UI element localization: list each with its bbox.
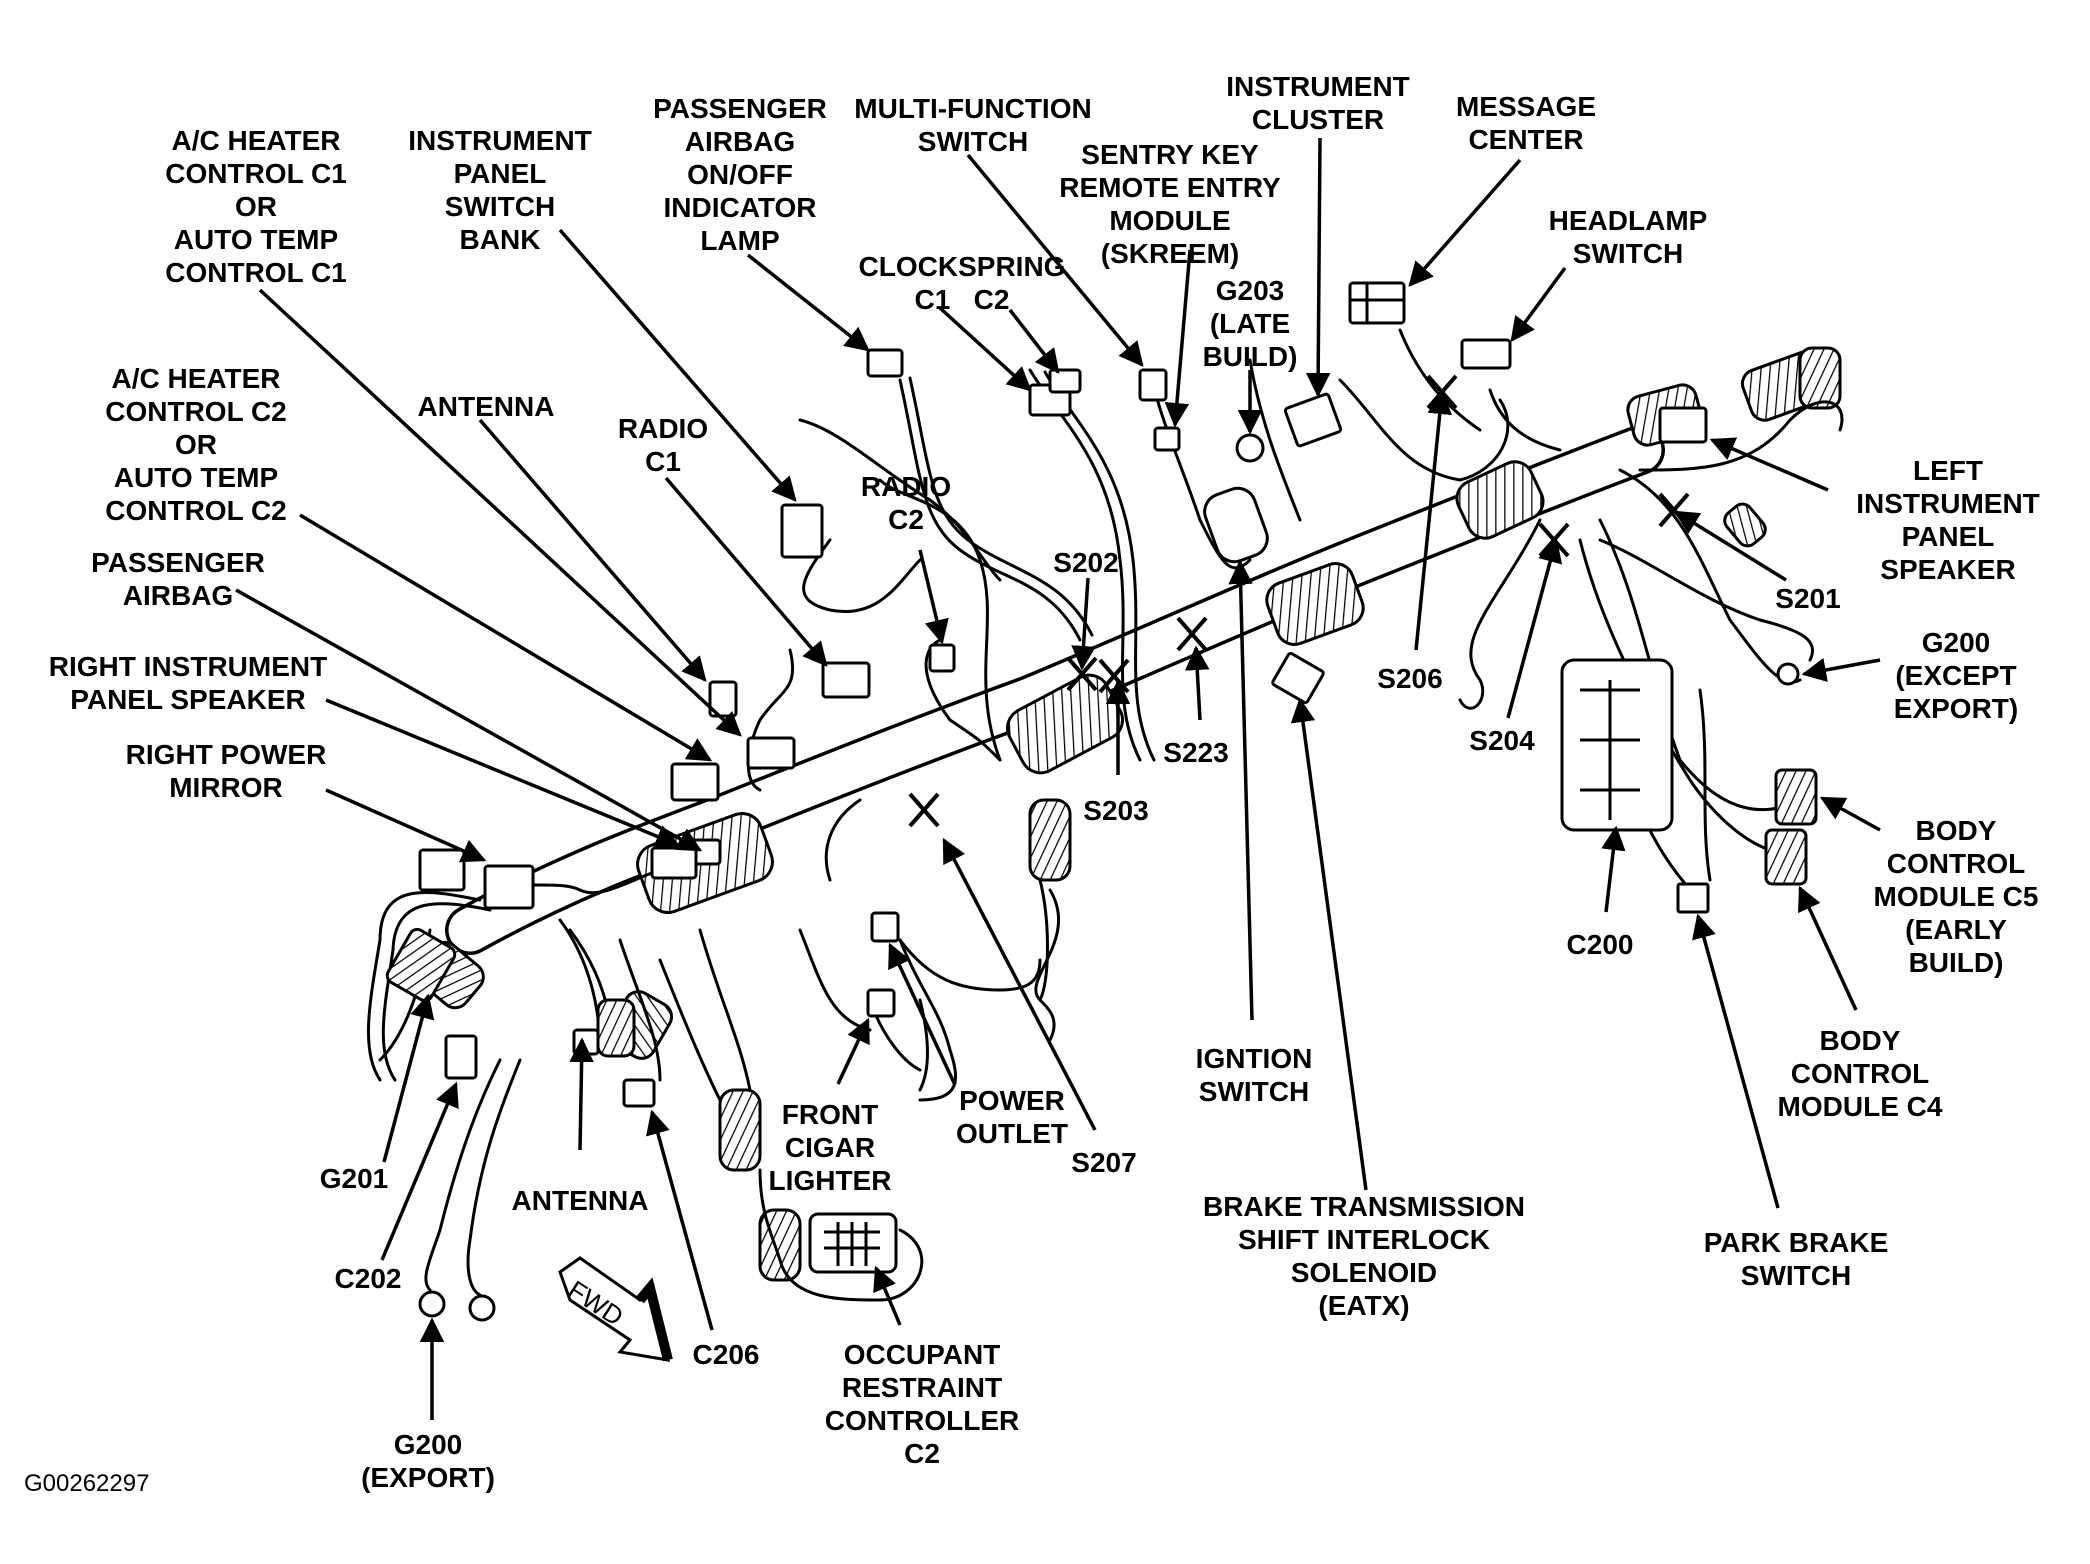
- antenna-connector-bottom: [572, 1028, 600, 1056]
- ignition-switch-housing: [1203, 486, 1269, 564]
- power-outlet-connector: [870, 911, 900, 943]
- label-c202: C202: [334, 1263, 402, 1294]
- label-passenger-airbag-lamp: PASSENGER AIRBAG ON/OFF INDICATOR LAMP: [653, 93, 827, 256]
- label-s201: S201: [1775, 583, 1841, 614]
- bcm-c5-connector: [1774, 768, 1818, 826]
- label-front-cigar-lighter: FRONT CIGAR LIGHTER: [768, 1099, 892, 1196]
- label-ignition-switch: IGNTION SWITCH: [1195, 1043, 1313, 1107]
- label-c206: C206: [692, 1339, 760, 1370]
- g201-connector: [385, 927, 457, 1003]
- right-power-mirror-connector-2: [418, 848, 466, 892]
- headlamp-switch-connector: [1460, 338, 1512, 370]
- clockspring-c2-connector: [1048, 368, 1082, 394]
- label-g200-export: G200 (EXPORT): [361, 1429, 495, 1493]
- leader-arrows: [235, 137, 1881, 1420]
- label-headlamp-switch: HEADLAMP SWITCH: [1548, 205, 1708, 269]
- label-instrument-cluster: INSTRUMENT CLUSTER: [1226, 71, 1410, 135]
- label-bcm-c4: BODY CONTROL MODULE C4: [1777, 1025, 1943, 1122]
- label-left-ip-speaker: LEFT INSTRUMENT PANEL SPEAKER: [1856, 455, 2040, 585]
- label-s203: S203: [1083, 795, 1149, 826]
- label-antenna-bottom: ANTENNA: [511, 1185, 649, 1216]
- park-brake-switch-connector: [1676, 882, 1710, 914]
- label-s207: S207: [1071, 1147, 1137, 1178]
- skreem-connector-2: [1153, 426, 1181, 452]
- label-g200-except-export: G200 (EXCEPT EXPORT): [1893, 627, 2019, 724]
- label-s202: S202: [1053, 547, 1119, 578]
- c202-connector: [444, 1034, 478, 1080]
- ip-switch-bank-connector: [780, 503, 824, 559]
- brake-interlock-connector: [1271, 652, 1325, 704]
- label-s223: S223: [1163, 737, 1229, 768]
- g200-except-export-eyelet: [1776, 662, 1800, 686]
- radio-c2-connector: [928, 643, 956, 673]
- bcm-c4-connector: [1764, 828, 1808, 886]
- label-bcm-c5: BODY CONTROL MODULE C5 (EARLY BUILD): [1873, 815, 2039, 978]
- g200-export-eyelet-2: [468, 1294, 496, 1322]
- antenna-bottom-conduit: [596, 998, 636, 1058]
- label-radio-c2: RADIO C2: [860, 471, 952, 535]
- label-passenger-airbag: PASSENGER AIRBAG: [91, 547, 265, 611]
- label-s204: S204: [1469, 725, 1535, 756]
- g203-eyelet: [1235, 433, 1265, 463]
- label-message-center: MESSAGE CENTER: [1455, 91, 1597, 155]
- ac-heater-c1-connector: [746, 736, 796, 770]
- label-g203: G203 (LATE BUILD): [1202, 275, 1298, 372]
- ac-heater-c2-connector: [670, 762, 720, 802]
- label-c200: C200: [1566, 929, 1634, 960]
- fwd-arrow-shadow: [636, 1277, 673, 1362]
- instrument-cluster-connector: [1283, 392, 1343, 448]
- label-multi-function-switch: MULTI-FUNCTION SWITCH: [854, 93, 1092, 157]
- c206-connector: [622, 1078, 656, 1108]
- label-ac-heater-c1: A/C HEATER CONTROL C1 OR AUTO TEMP CONTR…: [165, 125, 347, 288]
- connectors: [385, 281, 1818, 1322]
- label-ip-switch-bank: INSTRUMENT PANEL SWITCH BANK: [408, 125, 592, 255]
- label-park-brake-switch: PARK BRAKE SWITCH: [1703, 1227, 1889, 1291]
- cigar-lighter-connector: [866, 988, 896, 1018]
- label-g201: G201: [319, 1163, 389, 1194]
- radio-c1-connector: [821, 661, 871, 699]
- label-clockspring: CLOCKSPRING C1 C2: [858, 251, 1066, 315]
- c200-connector: [1560, 658, 1674, 832]
- right-ip-speaker-connector: [650, 846, 698, 880]
- left-ip-speaker-connector: [1658, 406, 1708, 444]
- label-radio-c1: RADIO C1: [617, 413, 709, 477]
- label-ac-heater-c2: A/C HEATER CONTROL C2 OR AUTO TEMP CONTR…: [105, 363, 287, 526]
- label-power-outlet: POWER OUTLET: [956, 1085, 1068, 1149]
- right-power-mirror-connector: [483, 864, 535, 910]
- passenger-airbag-lamp-connector: [866, 348, 904, 378]
- g200-export-eyelet-1: [418, 1290, 446, 1318]
- label-occupant-restraint-c2: OCCUPANT RESTRAINT CONTROLLER C2: [824, 1339, 1020, 1469]
- message-center-connector: [1348, 281, 1406, 325]
- figure-id: G00262297: [24, 1470, 150, 1497]
- skreem-connector: [1138, 368, 1168, 402]
- label-right-ip-speaker: RIGHT INSTRUMENT PANEL SPEAKER: [48, 651, 328, 715]
- label-antenna-top: ANTENNA: [417, 391, 555, 422]
- label-s206: S206: [1377, 663, 1443, 694]
- label-brake-shift-interlock: BRAKE TRANSMISSION SHIFT INTERLOCK SOLEN…: [1202, 1191, 1526, 1321]
- label-right-power-mirror: RIGHT POWER MIRROR: [125, 739, 327, 803]
- label-skreem: SENTRY KEY REMOTE ENTRY MODULE (SKREEM): [1059, 139, 1281, 269]
